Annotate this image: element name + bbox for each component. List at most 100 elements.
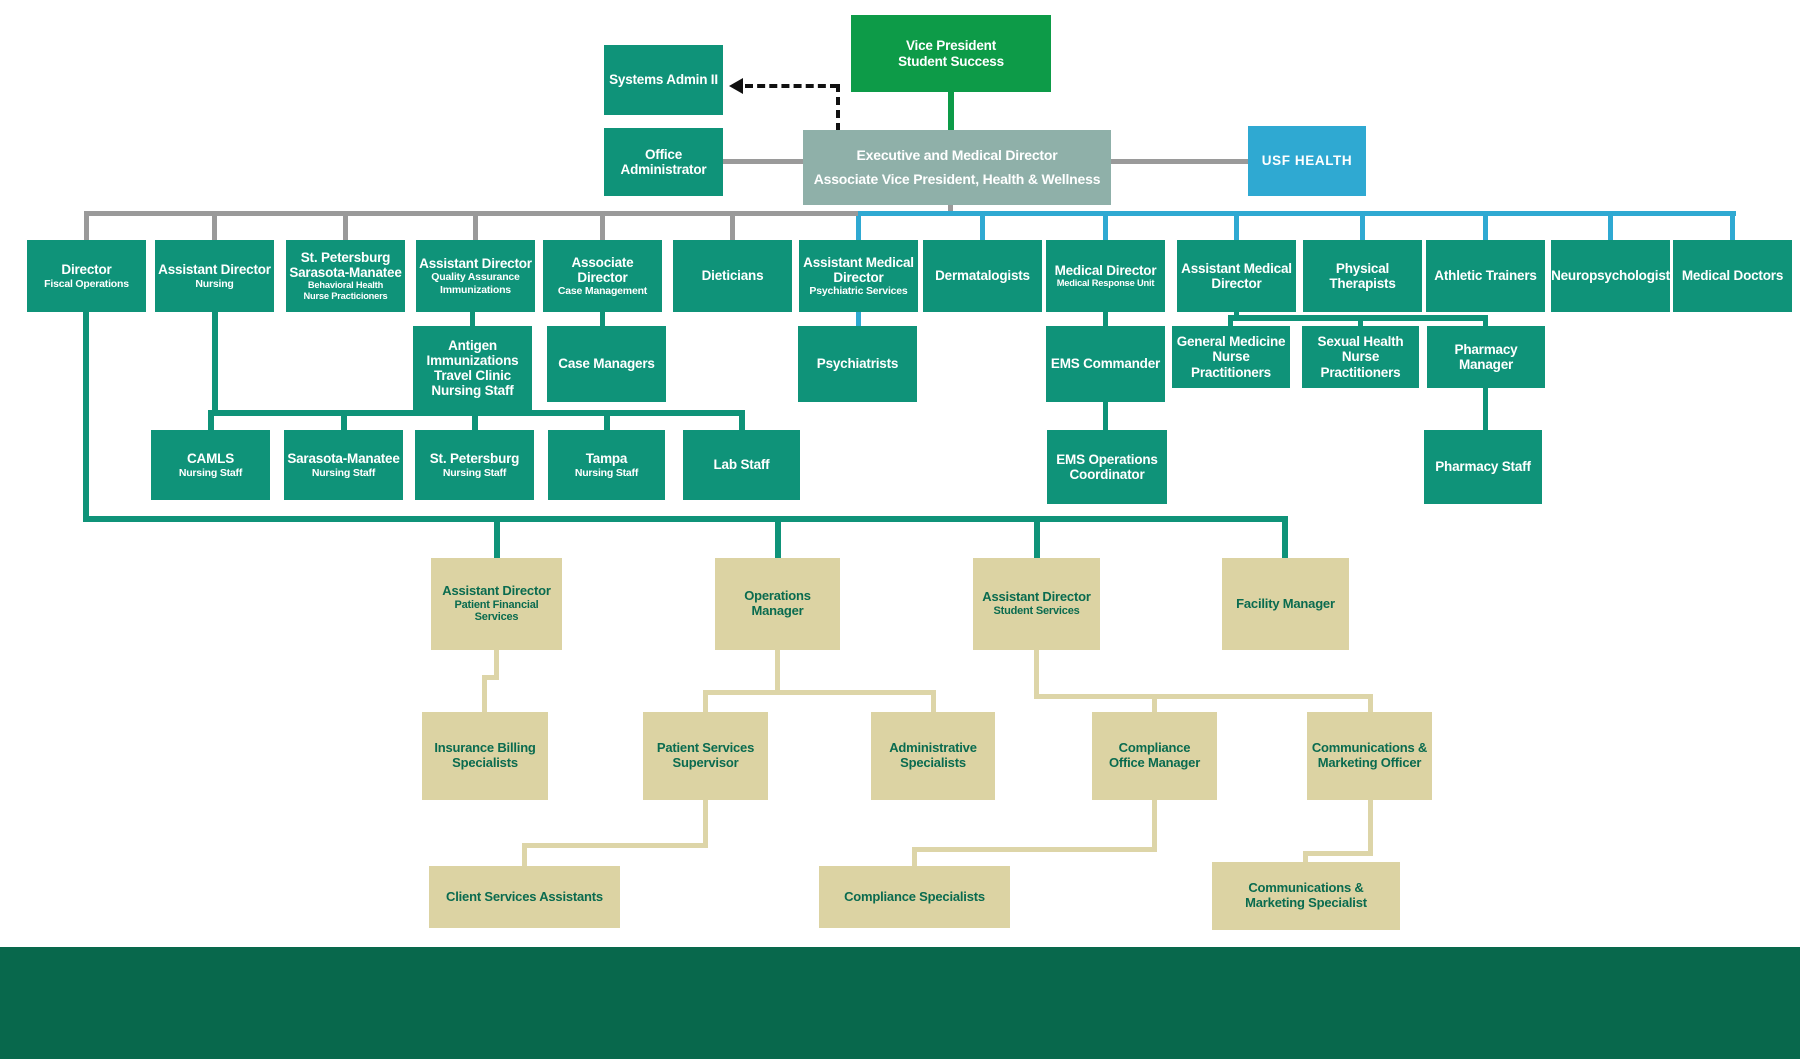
org-box-communications-marketing-specialist: Communications &Marketing Specialist <box>1212 862 1400 930</box>
connector-tan_line-58 <box>1152 800 1157 852</box>
connector-gray-3 <box>1111 159 1248 164</box>
org-box-label: Nursing <box>195 277 234 290</box>
org-box-label: Executive and Medical Director <box>856 146 1058 163</box>
connector-tan_line-47 <box>775 650 780 695</box>
org-box-label: St. Petersburg <box>429 451 520 467</box>
connector-blue-20 <box>856 312 861 326</box>
connector-teal-32 <box>341 416 347 430</box>
org-box-label: Associate Director <box>571 254 634 285</box>
org-box-label: Associate Vice President, Health & Welln… <box>813 170 1101 187</box>
org-box-label: Nursing Staff <box>178 466 243 479</box>
org-box-label: Travel Clinic <box>434 368 511 383</box>
connector-tan_line-48 <box>703 690 936 695</box>
connector-gray-2 <box>723 159 803 164</box>
org-box-label: Director <box>1211 276 1262 291</box>
org-box-label: Nursing Staff <box>431 383 514 399</box>
org-box-label: Compliance Specialists <box>844 888 985 904</box>
connector-tan_line-52 <box>1034 694 1373 699</box>
connector-teal-43 <box>1282 522 1288 558</box>
org-box-label: EMS Operations <box>1056 451 1158 467</box>
connector-teal-41 <box>775 522 781 558</box>
org-box-label: Nursing Staff <box>311 466 376 479</box>
org-box-client-services-assistants: Client Services Assistants <box>429 866 620 928</box>
org-box-athletic-trainers: Athletic Trainers <box>1426 240 1545 312</box>
connector-green-0 <box>948 92 954 130</box>
org-box-label: Nurse Practitioners <box>1191 349 1271 380</box>
org-box-label: Director <box>61 262 112 278</box>
connector-tan_line-49 <box>703 690 708 712</box>
connector-tan_line-45 <box>482 675 499 680</box>
connector-gray-5 <box>84 216 89 240</box>
connector-teal-34 <box>604 416 610 430</box>
connector-tan_line-53 <box>1152 694 1157 712</box>
connector-blue-13 <box>980 216 985 240</box>
connector-blue-12 <box>856 216 861 240</box>
connector-teal-22 <box>600 312 605 326</box>
org-box-label: Student Success <box>898 53 1004 69</box>
org-box-label: Immunizations <box>426 352 519 368</box>
connector-teal-27 <box>1358 315 1363 326</box>
org-box-dermatalogists: Dermatalogists <box>923 240 1042 312</box>
connector-gray-6 <box>212 216 217 240</box>
org-box-label: Fiscal Operations <box>44 277 129 290</box>
connector-teal-30 <box>208 410 745 416</box>
connector-teal-21 <box>470 312 475 326</box>
org-box-label: Assistant Medical <box>803 254 914 270</box>
org-box-label: Systems Admin II <box>609 72 718 88</box>
org-box-label: USF HEALTH <box>1261 153 1353 169</box>
org-box-label: Sarasota-Manatee <box>287 451 400 467</box>
org-box-label: Compliance <box>1118 740 1191 756</box>
org-box-label: Medical Director <box>1054 263 1157 279</box>
org-box-label: Assistant Director <box>982 589 1091 605</box>
org-box-dieticians: Dieticians <box>673 240 792 312</box>
org-box-ems-commander: EMS Commander <box>1046 326 1165 402</box>
connector-teal-23 <box>1103 312 1108 326</box>
org-box-label: Services <box>474 611 519 624</box>
org-box-label: Sexual Health <box>1317 334 1404 350</box>
connector-blue-16 <box>1360 216 1365 240</box>
org-box-label: Case Management <box>557 285 648 298</box>
org-box-medical-doctors: Medical Doctors <box>1673 240 1792 312</box>
connector-tan_line-56 <box>522 843 708 848</box>
connector-tan_line-60 <box>912 847 917 866</box>
org-box-label: Marketing Officer <box>1317 755 1422 770</box>
connector-tan_line-55 <box>703 800 708 848</box>
org-box-label: Dermatalogists <box>935 268 1030 284</box>
org-box-label: Pharmacy Manager <box>1454 341 1518 372</box>
org-box-label: Specialists <box>452 755 518 770</box>
org-box-label: Client Services Assistants <box>446 888 603 904</box>
connector-teal-35 <box>739 416 745 430</box>
connector-teal-31 <box>208 416 214 430</box>
org-box-label: Behavioral Health <box>307 280 384 291</box>
org-box-label: Athletic Trainers <box>1434 268 1537 284</box>
connector-tan_line-57 <box>522 843 527 866</box>
org-box-label: Neuropsychologist <box>1551 268 1670 284</box>
org-box-label: General Medicine <box>1176 334 1286 350</box>
org-box-label: Psychiatric Services <box>809 285 908 298</box>
org-box-label: Quality Assurance <box>431 271 520 284</box>
org-box-label: St. Petersburg <box>300 250 391 266</box>
org-box-pharmacy-manager: Pharmacy Manager <box>1427 326 1545 388</box>
org-box-label: Therapists <box>1329 276 1396 291</box>
connector-gray-7 <box>343 216 348 240</box>
org-box-label: Supervisor <box>672 755 739 770</box>
connector-gray-8 <box>473 216 478 240</box>
connector-blue-14 <box>1103 216 1108 240</box>
org-box-label: Antigen <box>448 337 497 353</box>
org-box-label: Marketing Specialist <box>1245 895 1367 910</box>
org-box-label: Assistant Medical <box>1181 260 1292 276</box>
dashed-arrow-vertical <box>836 84 840 131</box>
org-box-label: Insurance Billing <box>434 740 536 756</box>
